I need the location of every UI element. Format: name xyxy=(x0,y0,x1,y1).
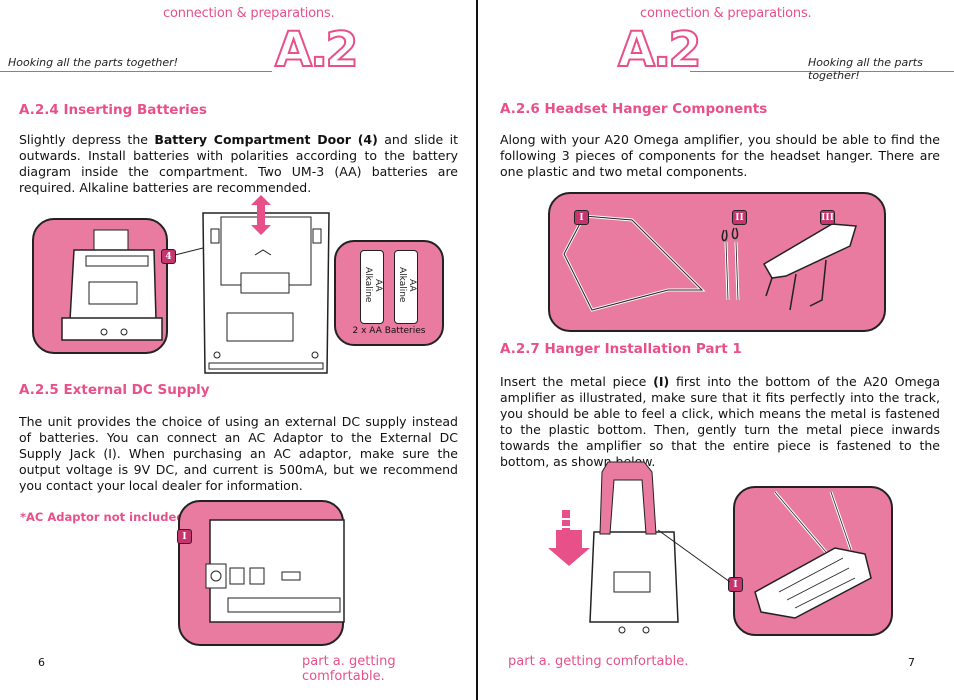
hanger-components-illustration xyxy=(548,192,886,332)
header-rule xyxy=(690,71,954,72)
battery-2: AA Alkaline xyxy=(394,250,418,324)
section-code: A.2 xyxy=(617,22,703,78)
battery-2-label: AA Alkaline xyxy=(397,267,417,303)
callout-I-dc: I xyxy=(177,529,192,544)
page-divider xyxy=(476,0,478,700)
hanger-components-drawing xyxy=(562,214,857,312)
batteries-paragraph: Slightly depress the Battery Compartment… xyxy=(19,132,458,195)
adaptor-note: *AC Adaptor not included! xyxy=(20,510,190,524)
section-title-hanger-installation: A.2.7 Hanger Installation Part 1 xyxy=(500,341,742,357)
batteries-panel: AA Alkaline AA Alkaline 2 x AA Batteries xyxy=(334,240,444,346)
hanger-installation-paragraph: Insert the metal piece (I) first into th… xyxy=(500,374,940,469)
page-topic: connection & preparations. xyxy=(163,6,335,21)
callout-4: 4 xyxy=(161,249,176,264)
page-number: 6 xyxy=(38,656,45,669)
battery-caption: 2 x AA Batteries xyxy=(352,326,426,336)
amplifier-back-drawing xyxy=(61,229,163,341)
page-hook: Hooking all the parts together! xyxy=(8,56,179,69)
hanger-components-paragraph: Along with your A20 Omega amplifier, you… xyxy=(500,132,940,179)
callout-I-installed: I xyxy=(728,577,743,592)
section-code: A.2 xyxy=(274,22,360,78)
header-rule xyxy=(0,71,272,72)
amplifier-back-illustration xyxy=(32,218,168,354)
dc-supply-paragraph: The unit provides the choice of using an… xyxy=(19,414,458,493)
right-page: connection & preparations. A.2 Hooking a… xyxy=(478,0,954,700)
page-number: 7 xyxy=(908,656,915,669)
part-I-label: I xyxy=(574,210,589,225)
installed-hanger-drawing xyxy=(754,491,872,619)
page-footer: part a. getting comfortable. xyxy=(508,654,689,669)
installed-callout-line xyxy=(657,529,731,583)
part-III-label: III xyxy=(820,210,835,225)
battery-door-drawing xyxy=(202,195,330,374)
page-footer: part a. getting comfortable. xyxy=(302,654,396,684)
section-title-batteries: A.2.4 Inserting Batteries xyxy=(19,102,207,118)
battery-1-label: AA Alkaline xyxy=(363,267,383,303)
installed-hanger-illustration xyxy=(733,486,893,636)
section-title-dc-supply: A.2.5 External DC Supply xyxy=(19,382,210,398)
page-hook: Hooking all the parts together! xyxy=(808,56,923,82)
left-page: connection & preparations. Hooking all t… xyxy=(0,0,476,700)
part-II-label: II xyxy=(732,210,747,225)
dc-jack-drawing xyxy=(205,519,345,623)
battery-1: AA Alkaline xyxy=(360,250,384,324)
page-topic: connection & preparations. xyxy=(640,6,812,21)
installation-step-drawing xyxy=(548,461,679,634)
dc-jack-illustration xyxy=(178,500,345,646)
section-title-hanger-components: A.2.6 Headset Hanger Components xyxy=(500,101,768,117)
